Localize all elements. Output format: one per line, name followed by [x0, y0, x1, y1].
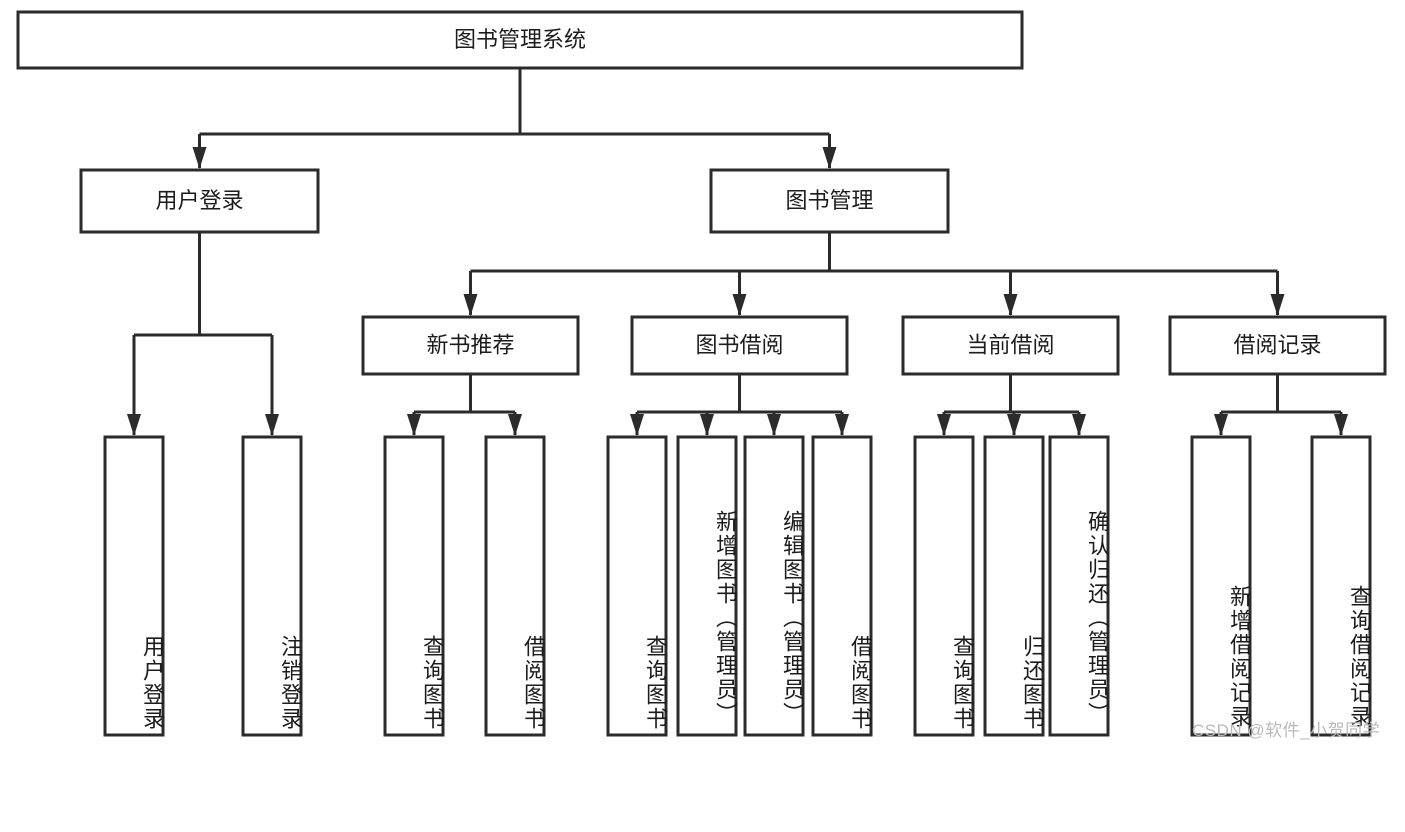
node-box-borrow-record[interactable]	[1168, 315, 1387, 376]
arrow-head-icon-leaf-edit-book	[767, 414, 781, 436]
flowchart-diagram: 图书管理系统用户登录图书管理新书推荐图书借阅当前借阅借阅记录 用户登录注销登录查…	[16, 10, 1387, 740]
node-box-leaf-return-book[interactable]	[983, 435, 1045, 737]
arrow-head-icon-user-login	[192, 147, 207, 169]
arrow-head-icon-leaf-query-book-2	[630, 414, 644, 436]
arrow-head-icon-leaf-add-book	[700, 414, 714, 436]
node-box-leaf-edit-book[interactable]	[743, 435, 805, 737]
node-box-user-login[interactable]	[79, 168, 320, 234]
arrow-head-icon-current-borrow	[1003, 294, 1018, 316]
node-box-leaf-borrow-book-2[interactable]	[811, 435, 873, 737]
node-box-leaf-add-record[interactable]	[1190, 435, 1252, 737]
arrow-head-icon-leaf-user-logout	[265, 414, 279, 436]
arrow-head-icon-leaf-borrow-book-1	[508, 414, 522, 436]
arrow-head-icon-leaf-user-login	[127, 414, 141, 436]
node-label-current-borrow: 当前借阅	[966, 332, 1054, 357]
arrow-head-icon-leaf-confirm-return	[1072, 414, 1086, 436]
arrow-head-icon-leaf-add-record	[1214, 414, 1228, 436]
node-box-leaf-query-book-2[interactable]	[606, 435, 668, 737]
node-label-new-book-recommend: 新书推荐	[426, 332, 514, 357]
node-box-leaf-query-record[interactable]	[1310, 435, 1372, 737]
node-label-borrow-record: 借阅记录	[1233, 332, 1321, 357]
arrow-head-icon-borrow-record	[1270, 294, 1285, 316]
node-box-root[interactable]	[16, 10, 1024, 70]
node-label-book-borrow: 图书借阅	[695, 332, 783, 357]
node-label-user-login: 用户登录	[155, 188, 243, 213]
node-box-book-manage[interactable]	[709, 168, 950, 234]
node-box-current-borrow[interactable]	[901, 315, 1120, 376]
watermark-text: CSDN @软件_小贺同学	[1192, 721, 1381, 740]
node-box-leaf-query-book-1[interactable]	[383, 435, 445, 737]
connectors-layer	[127, 68, 1348, 436]
node-box-leaf-add-book[interactable]	[676, 435, 738, 737]
arrow-head-icon-book-borrow	[732, 294, 747, 316]
arrow-head-icon-leaf-query-book-1	[407, 414, 421, 436]
arrow-head-icon-leaf-query-book-3	[937, 414, 951, 436]
arrow-head-icon-new-book-recommend	[463, 294, 478, 316]
node-box-leaf-borrow-book-1[interactable]	[484, 435, 546, 737]
node-box-leaf-confirm-return[interactable]	[1048, 435, 1110, 737]
node-box-new-book-recommend[interactable]	[361, 315, 580, 376]
arrow-head-icon-book-manage	[822, 147, 837, 169]
node-box-book-borrow[interactable]	[630, 315, 849, 376]
arrow-head-icon-leaf-query-record	[1334, 414, 1348, 436]
node-label-book-manage: 图书管理	[785, 188, 873, 213]
node-box-leaf-query-book-3[interactable]	[913, 435, 975, 737]
arrow-head-icon-leaf-borrow-book-2	[835, 414, 849, 436]
node-box-leaf-user-login[interactable]	[103, 435, 165, 737]
arrow-head-icon-leaf-return-book	[1007, 414, 1021, 436]
node-box-leaf-user-logout[interactable]	[241, 435, 303, 737]
node-label-root: 图书管理系统	[454, 27, 586, 52]
boxes-layer	[16, 10, 1387, 737]
